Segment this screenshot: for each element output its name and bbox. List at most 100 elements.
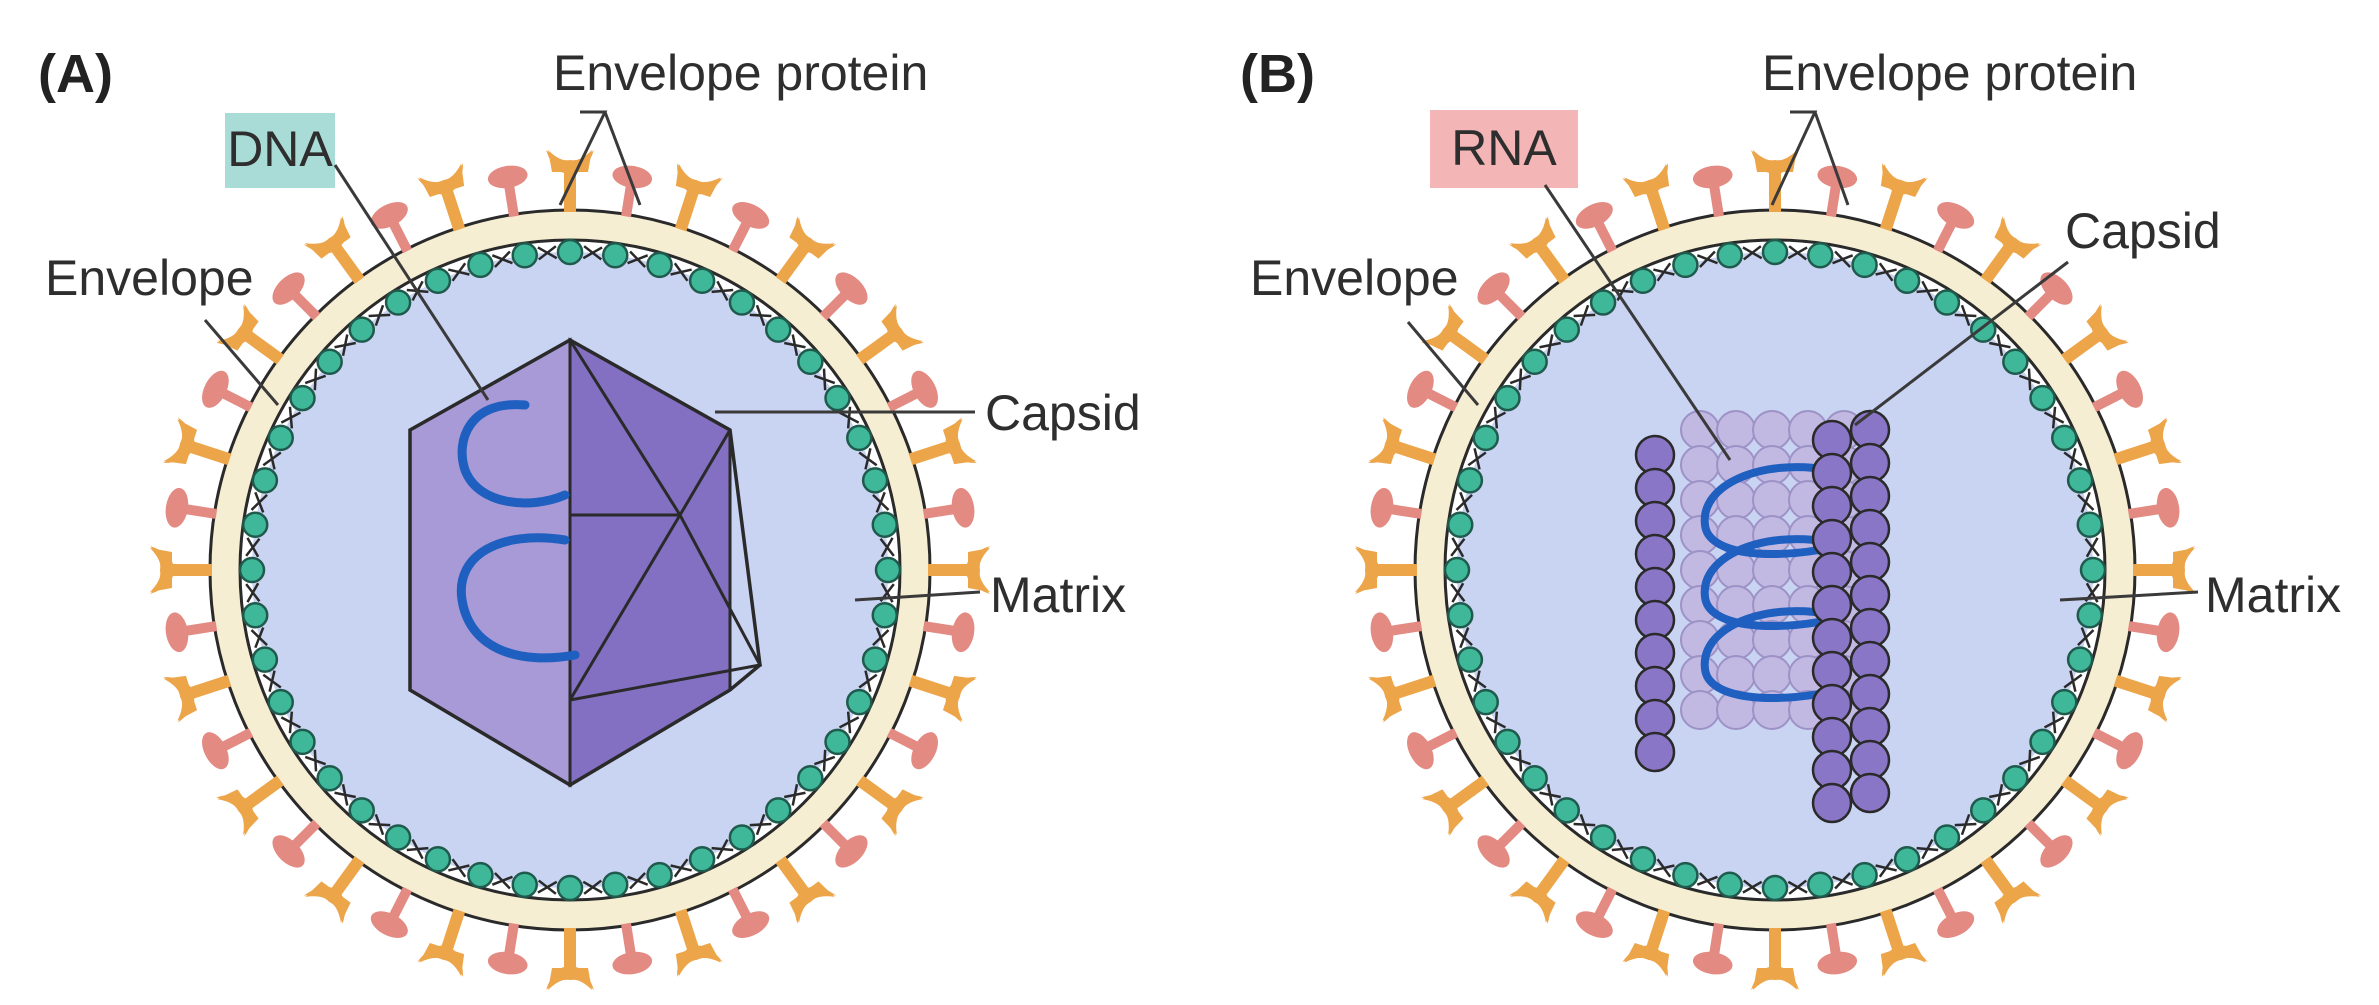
envelope-leader-b — [1406, 321, 1480, 406]
matrix-protein — [1716, 871, 1743, 899]
matrix-label-b: Matrix — [2205, 567, 2341, 623]
matrix-protein — [289, 384, 316, 412]
matrix-protein — [1851, 861, 1878, 889]
matrix-protein — [1807, 241, 1834, 269]
matrix-link — [627, 875, 649, 886]
matrix-link — [1546, 784, 1554, 806]
envelope-protein-spike — [2113, 674, 2182, 723]
rna-label-box — [1430, 110, 1578, 188]
rna-label: RNA — [1451, 120, 1557, 176]
matrix-protein — [316, 348, 343, 376]
matrix-link — [875, 491, 886, 513]
matrix-link — [1834, 250, 1852, 268]
matrix-protein — [646, 251, 673, 279]
panel-a-tag: (A) — [38, 44, 113, 104]
envelope-protein-spike — [1980, 856, 2042, 924]
matrix-protein — [467, 861, 494, 889]
matrix-protein — [1672, 251, 1699, 279]
matrix-link — [716, 280, 729, 302]
matrix-protein — [289, 728, 316, 756]
matrix-protein — [1443, 556, 1471, 584]
matrix-protein — [1589, 824, 1617, 851]
matrix-link — [791, 334, 799, 356]
envelope-protein-spike — [163, 674, 232, 723]
matrix-protein — [1553, 316, 1581, 343]
envelope-protein-spike — [1508, 856, 1570, 924]
matrix-link — [1916, 846, 1939, 852]
envelope-protein-spike — [1879, 163, 1928, 232]
matrix-link — [872, 629, 890, 647]
capsid-subunit-back — [1680, 690, 1720, 730]
envelope-protein-spike — [674, 163, 723, 232]
matrix-protein — [846, 688, 873, 716]
matrix-link — [1996, 334, 2004, 356]
matrix-protein — [646, 861, 673, 889]
envelope-protein-spike — [370, 886, 412, 938]
matrix-protein — [797, 764, 824, 792]
matrix-link — [864, 448, 872, 470]
matrix-protein — [238, 556, 266, 584]
matrix-protein — [2002, 348, 2029, 376]
matrix-link — [491, 254, 513, 265]
matrix-protein — [556, 238, 584, 266]
matrix-link — [1573, 313, 1596, 318]
matrix-link — [858, 673, 878, 689]
matrix-link — [313, 749, 318, 772]
matrix-link — [813, 755, 836, 766]
matrix-leader-a — [854, 590, 981, 602]
envelope-protein-spike — [1575, 886, 1617, 938]
envelope-protein-spike — [2091, 728, 2143, 770]
envelope-protein-spike — [2113, 417, 2182, 466]
envelope-protein-spike — [417, 163, 466, 232]
capsid-subunit — [1849, 772, 1891, 814]
envelope-protein-spike — [546, 150, 594, 212]
matrix-link — [822, 368, 827, 391]
envelope-protein-spike — [303, 856, 365, 924]
envelope-protein-spike — [2024, 819, 2073, 868]
envelope-protein-spike — [2061, 303, 2129, 365]
envelope-protein-spike — [417, 908, 466, 977]
envelope-protein-spike — [272, 272, 321, 321]
matrix-protein — [764, 316, 792, 343]
envelope-protein-spike — [928, 546, 990, 594]
capsid-subunit-back — [1752, 410, 1792, 450]
matrix-link — [846, 406, 852, 429]
matrix-link — [1989, 791, 2011, 799]
matrix-protein — [1933, 824, 1961, 851]
matrix-link — [1742, 879, 1762, 895]
matrix-protein — [871, 511, 899, 538]
matrix-protein — [1472, 688, 1499, 716]
matrix-protein — [2002, 764, 2029, 792]
matrix-protein — [728, 824, 756, 851]
envelope-protein-spike — [165, 487, 218, 528]
envelope-protein-spike — [2127, 612, 2180, 653]
matrix-link — [1742, 246, 1763, 260]
envelope-label-a: Envelope — [45, 250, 254, 306]
matrix-protein — [1446, 511, 1474, 538]
envelope-protein-leader-b1 — [1770, 110, 1818, 206]
envelope-protein-spike — [487, 922, 528, 975]
envelope-protein-spike — [1477, 272, 1526, 321]
matrix-link — [583, 245, 603, 261]
envelope-protein-spike — [1879, 908, 1928, 977]
matrix-protein — [728, 289, 756, 316]
matrix-link — [1954, 822, 1977, 827]
matrix-protein — [1761, 238, 1789, 266]
matrix-protein — [1456, 467, 1484, 494]
matrix-protein — [1761, 874, 1789, 902]
matrix-protein — [511, 241, 538, 269]
capsid-label-b: Capsid — [2065, 203, 2221, 259]
envelope-leader-a — [203, 319, 280, 406]
matrix-link — [1467, 451, 1487, 467]
matrix-protein — [424, 267, 452, 294]
envelope-protein-label-b: Envelope protein — [1762, 45, 2137, 101]
matrix-link — [1493, 711, 1499, 734]
matrix-protein — [2076, 602, 2104, 629]
envelope-protein-spike — [1980, 216, 2042, 284]
envelope-protein-spike — [1370, 612, 1423, 653]
matrix-protein — [1521, 348, 1548, 376]
matrix-link — [493, 872, 511, 890]
matrix-protein — [602, 241, 629, 269]
envelope-protein-leader-a2 — [603, 111, 642, 206]
matrix-link — [304, 374, 327, 385]
